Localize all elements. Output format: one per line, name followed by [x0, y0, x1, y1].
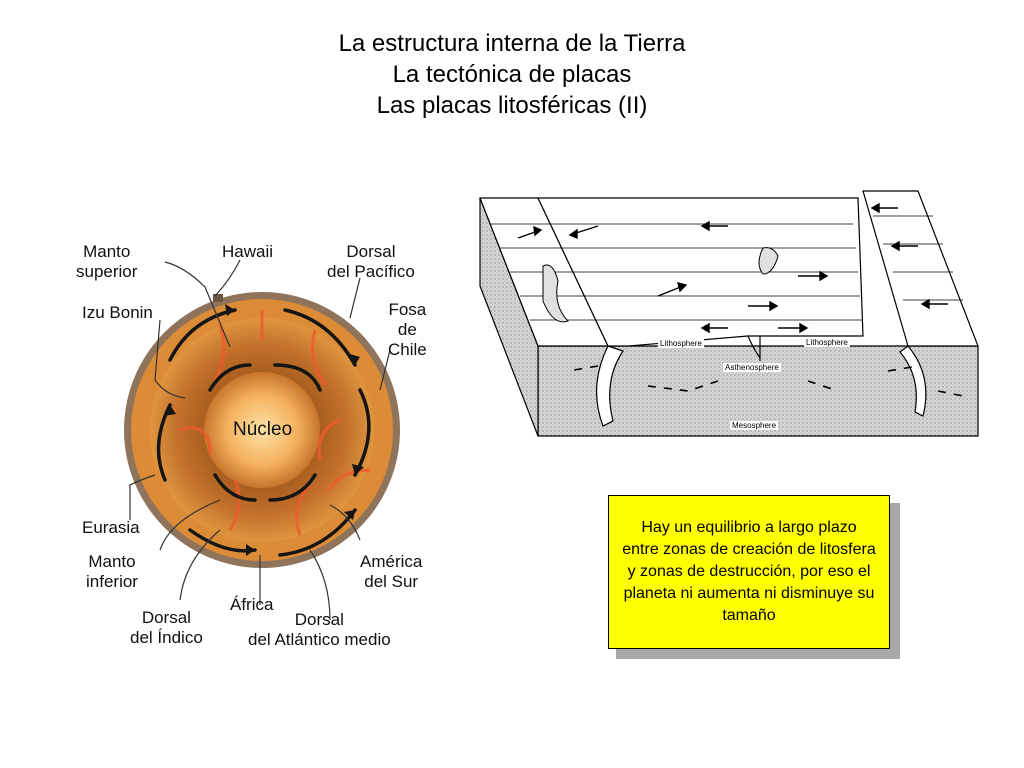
leader-lines	[129, 259, 391, 621]
label-manto-superior-line2: superior	[76, 262, 138, 281]
earth-convection-figure: Manto superior Hawaii Dorsal del Pacífic…	[70, 230, 450, 680]
label-dorsal-indico-line1: Dorsal	[141, 608, 191, 627]
label-america-sur-line1: América	[360, 552, 423, 571]
label-hawaii: Hawaii	[222, 242, 274, 261]
rising-blob-1	[542, 264, 569, 323]
plate-motion-arrows	[517, 202, 948, 334]
title-line-2: La tectónica de placas	[392, 61, 632, 88]
label-fosa-chile: Fosa de Chile	[388, 300, 427, 360]
label-eurasia: Eurasia	[82, 518, 140, 537]
block-diagram-drawing	[479, 190, 979, 437]
label-africa: África	[230, 595, 274, 614]
mid-ocean-ridge	[747, 335, 761, 361]
plate-stripes	[490, 215, 963, 321]
label-lithosphere-right: Lithosphere	[804, 338, 850, 347]
hawaii-marker	[213, 294, 223, 302]
title-line-3: Las placas litosféricas (II)	[376, 92, 648, 119]
slab-left	[596, 345, 624, 427]
label-dorsal-pacifico-line2: del Pacífico	[327, 262, 415, 281]
label-mesosphere: Mesosphere	[730, 421, 779, 430]
core	[204, 372, 320, 488]
label-lithosphere-left: Lithosphere	[658, 339, 704, 348]
label-dorsal-atlantico-line2: del Atlántico medio	[248, 630, 391, 649]
label-fosa-chile-line2: de	[397, 320, 417, 339]
note-box: Hay un equilibrio a largo plazo entre zo…	[608, 495, 890, 649]
earth-cross-section	[124, 259, 400, 621]
label-dorsal-pacifico-line1: Dorsal	[346, 242, 396, 261]
label-fosa-chile-line3: Chile	[388, 340, 427, 359]
plate-tectonics-block-diagram: Lithosphere Lithosphere Asthenosphere Me…	[478, 186, 983, 442]
label-dorsal-pacifico: Dorsal del Pacífico	[327, 242, 415, 282]
label-dorsal-indico: Dorsal del Índico	[130, 608, 203, 648]
label-nucleo: Núcleo	[233, 419, 293, 440]
label-fosa-chile-line1: Fosa	[388, 300, 427, 319]
label-manto-inferior-line1: Manto	[88, 552, 136, 571]
lithosphere-top-right	[862, 190, 979, 347]
label-america-sur: América del Sur	[360, 552, 422, 592]
label-america-sur-line2: del Sur	[364, 572, 419, 591]
label-dorsal-atlantico-line1: Dorsal	[294, 610, 344, 629]
label-dorsal-indico-line2: del Índico	[130, 628, 203, 647]
label-asthenosphere: Asthenosphere	[723, 363, 781, 372]
label-dorsal-atlantico: Dorsal del Atlántico medio	[248, 610, 391, 650]
rising-blob-2	[758, 247, 779, 275]
note-text: Hay un equilibrio a largo plazo entre zo…	[622, 519, 876, 624]
slide-title: La estructura interna de la Tierra La te…	[0, 28, 1024, 121]
slab-right	[899, 345, 927, 417]
label-manto-superior: Manto superior	[76, 242, 137, 282]
label-manto-superior-line1: Manto	[83, 242, 131, 261]
title-line-1: La estructura interna de la Tierra	[338, 30, 686, 57]
label-manto-inferior-line2: inferior	[86, 572, 138, 591]
mantle-flow-arrows	[567, 365, 964, 397]
hot-streaks	[179, 310, 371, 536]
label-manto-inferior: Manto inferior	[86, 552, 138, 592]
arrow-heads	[164, 304, 364, 556]
label-izu-bonin: Izu Bonin	[82, 303, 153, 322]
